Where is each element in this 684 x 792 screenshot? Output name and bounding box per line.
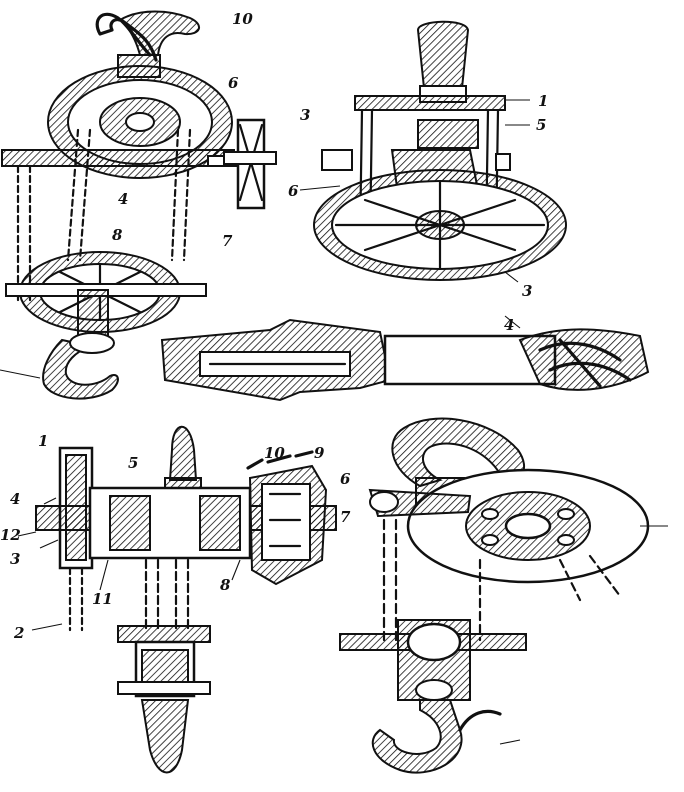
bottom-hook-icon (42, 338, 119, 400)
cross-bar (1, 149, 235, 167)
label-6-bottom: 6 (340, 470, 351, 488)
label-2-bottom: 2 (13, 624, 24, 642)
label-4-bottom: 4 (10, 490, 20, 508)
part-labels: 10 6 3 4 8 7 1 5 6 3 4 1 5 10 9 6 4 12 3… (0, 10, 548, 642)
label-3-right: 3 (522, 282, 532, 300)
gear-hoist-section-lower-left (17, 425, 337, 774)
label-8-bottom: 8 (220, 576, 231, 594)
load-chain (144, 558, 190, 632)
label-6-top: 6 (228, 74, 239, 92)
handwheel-icon (223, 118, 277, 210)
wheel-assembly-upper-right (299, 20, 567, 283)
label-10-bottom: 10 (264, 444, 285, 462)
label-7-bottom-right: 7 (340, 508, 351, 526)
label-4-top: 4 (118, 190, 128, 208)
label-12-bottom: 12 (0, 526, 21, 544)
upper-hook-tip (168, 425, 198, 481)
label-5-right: 5 (536, 116, 546, 134)
label-11-bottom: 11 (92, 590, 113, 608)
top-lug (416, 20, 470, 89)
screw-mechanism-middle (160, 315, 650, 402)
hook-upper-right-icon (391, 417, 525, 488)
label-3-bottom: 3 (10, 550, 20, 568)
label-8-top: 8 (112, 226, 123, 244)
label-5-bottom: 5 (128, 454, 138, 472)
label-6-right: 6 (288, 182, 299, 200)
label-3-top: 3 (300, 106, 310, 124)
hand-chain (382, 518, 398, 642)
lower-hook-tip (140, 699, 190, 774)
chain-hoist-lower-right (339, 417, 668, 774)
label-4-middle: 4 (504, 316, 514, 334)
label-1-right: 1 (538, 92, 548, 110)
label-9-bottom: 9 (314, 444, 325, 462)
label-1-bottom: 1 (38, 432, 48, 450)
chain-block-upper-left (0, 10, 277, 400)
label-7-top: 7 (222, 232, 233, 250)
label-10-top: 10 (232, 10, 253, 28)
hook-lower-right-icon (371, 699, 463, 774)
